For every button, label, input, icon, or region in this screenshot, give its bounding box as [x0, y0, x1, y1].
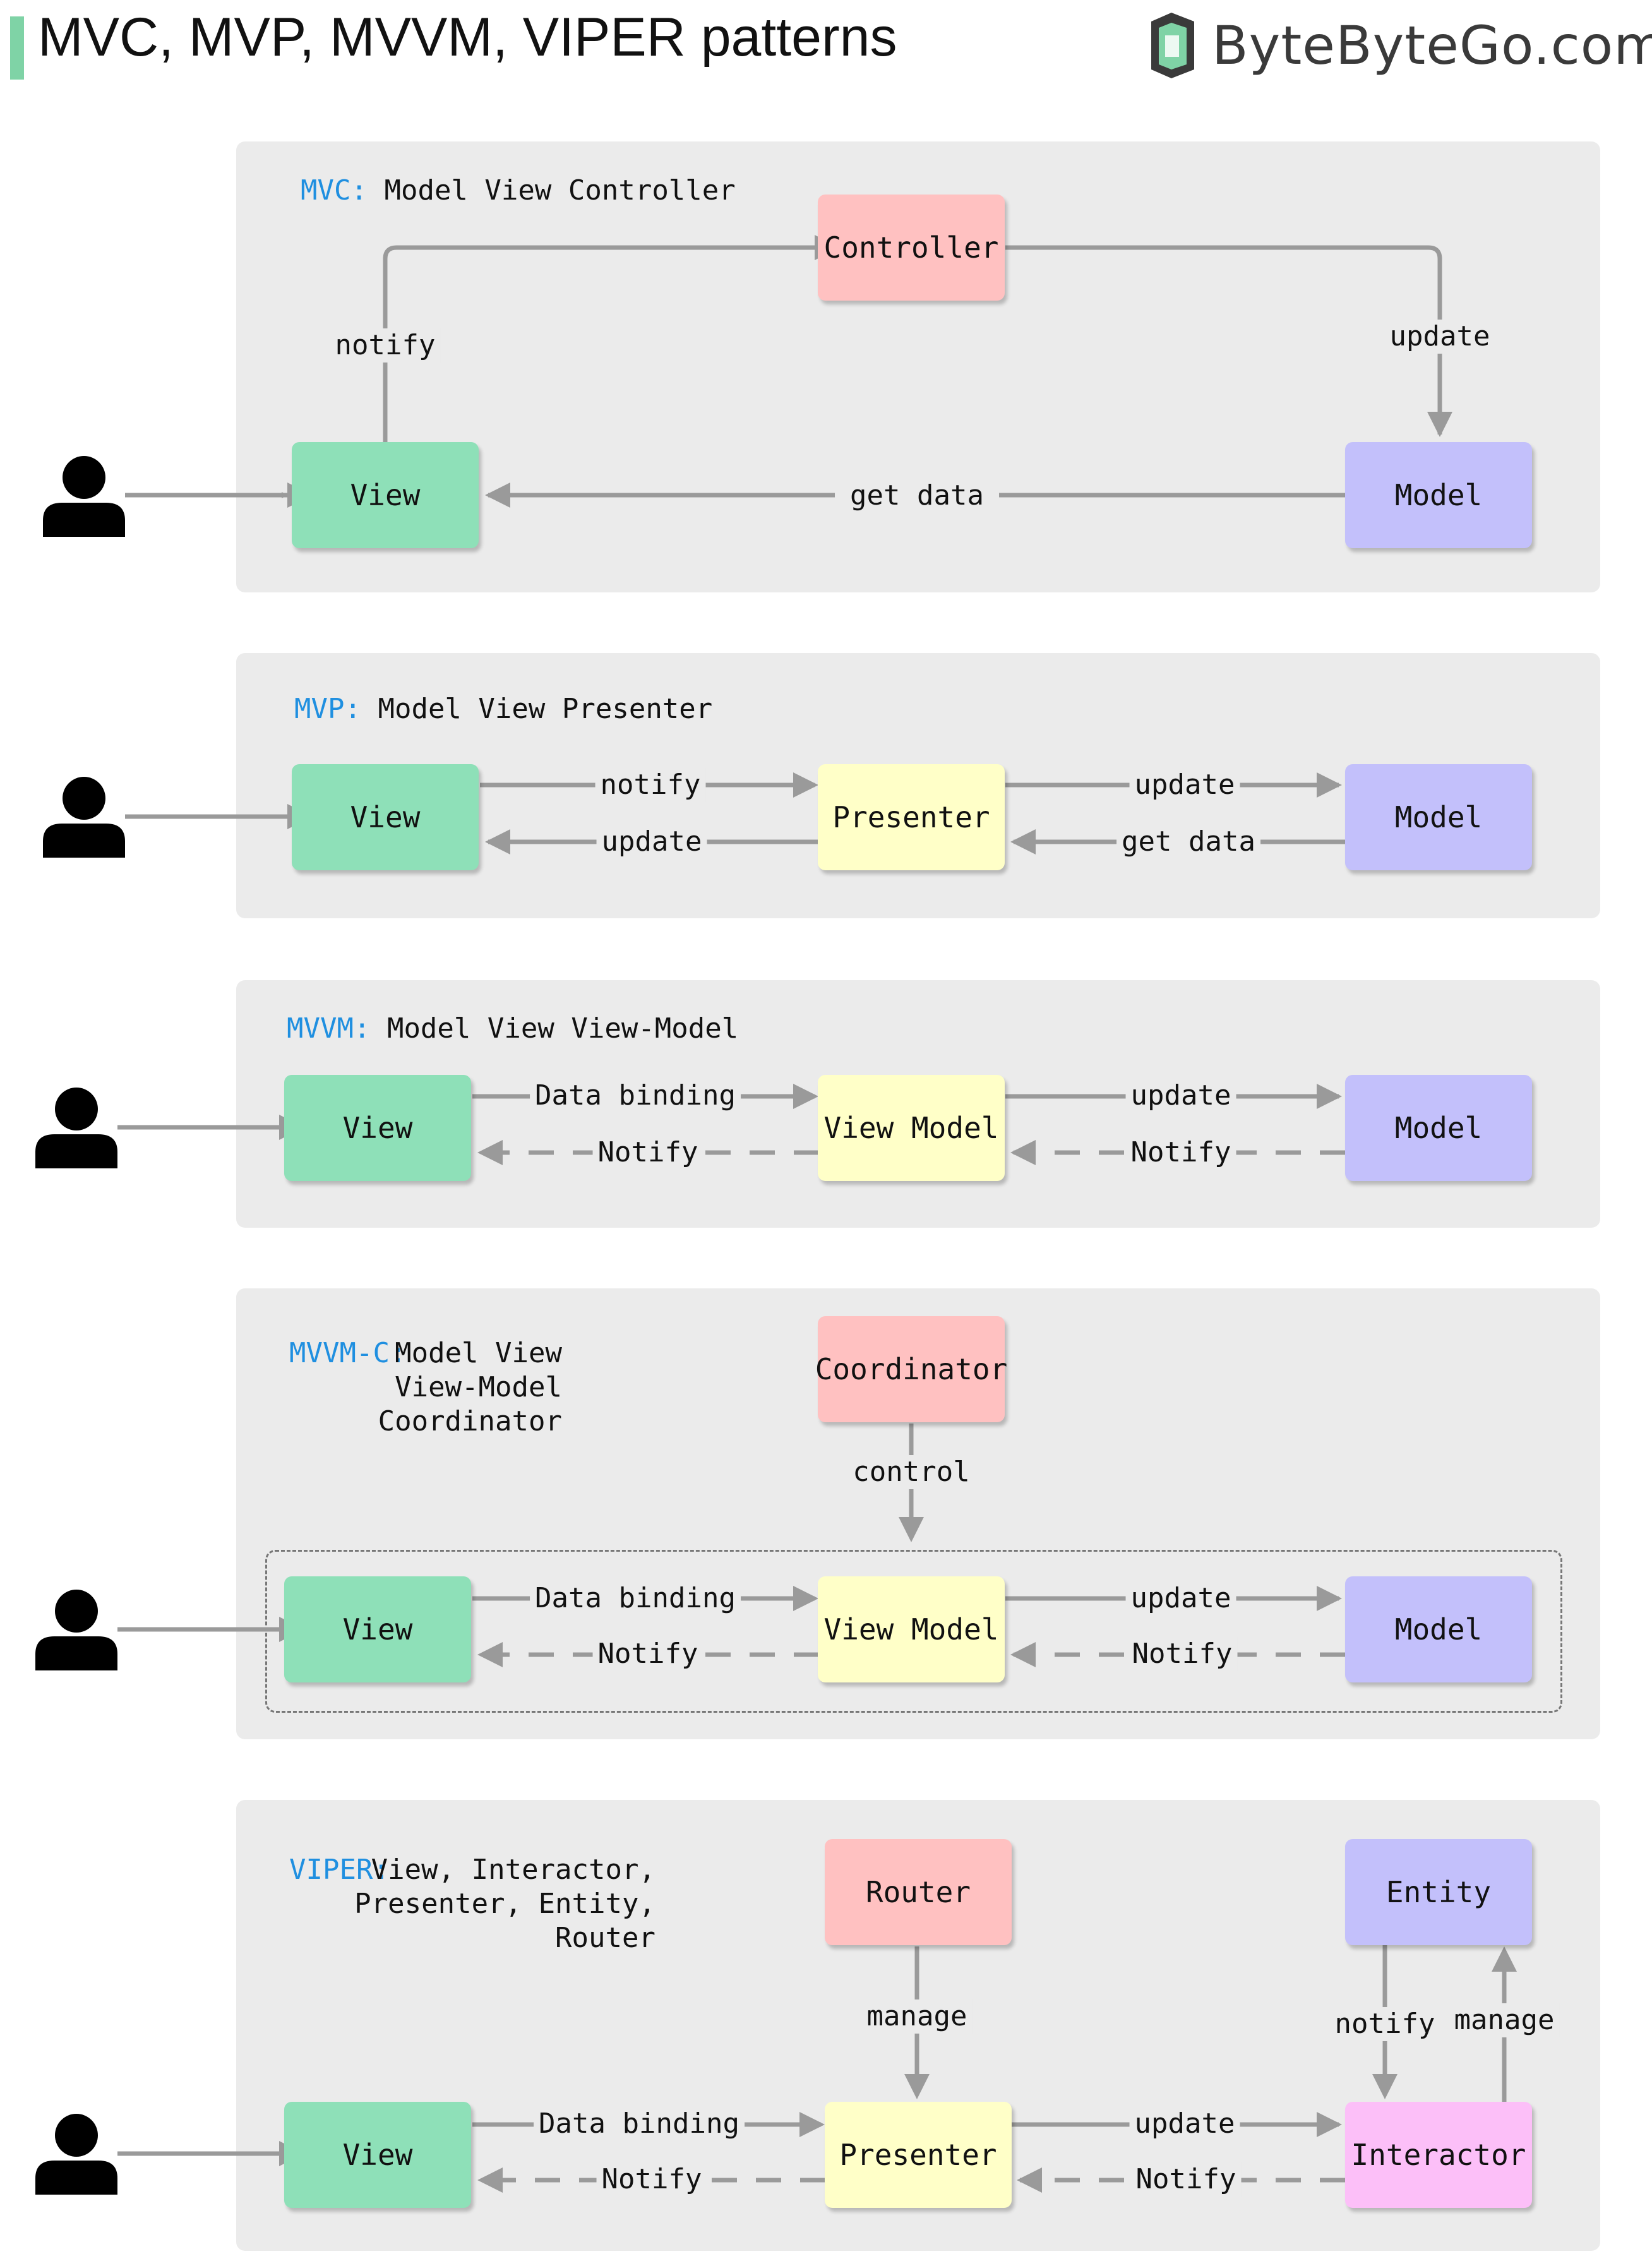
mvvmc-name-line: Coordinator: [378, 1405, 562, 1437]
viper-interactor-box: Interactor: [1345, 2102, 1532, 2208]
mvvmc-coordinator-box: Coordinator: [815, 1316, 1007, 1422]
mvvm-notify-right-label: Notify: [1125, 1136, 1236, 1170]
viper-notify-entity-label: notify: [1329, 2007, 1440, 2041]
bytebytego-logo-icon: [1151, 13, 1194, 78]
mvc-controller-box: Controller: [818, 195, 1005, 301]
mvp-view-box: View: [292, 764, 479, 870]
brand: ByteByteGo.com: [1146, 8, 1652, 83]
mvc-name: Model View Controller: [384, 174, 736, 207]
viper-view-box: View: [284, 2102, 471, 2208]
mvvmc-name-line: View-Model: [395, 1371, 562, 1403]
mvc-notify-arrow: [383, 245, 815, 442]
mvvmc-keyword: MVVM-C:: [289, 1337, 407, 1369]
page-title: MVC, MVP, MVVM, VIPER patterns: [38, 7, 897, 68]
user-icon: [35, 2114, 117, 2195]
mvc-keyword: MVC:: [301, 174, 368, 207]
mvvmc-control-label: control: [847, 1455, 975, 1489]
viper-notify-right-label: Notify: [1130, 2162, 1242, 2197]
viper-router-box: Router: [825, 1839, 1012, 1945]
mvvmc-notify-right-label: Notify: [1127, 1637, 1238, 1671]
mvp-get-data-label: get data: [1116, 825, 1260, 859]
brand-name: ByteByteGo.com: [1212, 15, 1652, 76]
mvp-heading: MVP: Model View Presenter: [294, 692, 712, 726]
mvc-heading: MVC: Model View Controller: [301, 174, 736, 208]
mvvmc-model-box: Model: [1345, 1576, 1532, 1682]
viper-name: View, Interactor, Presenter, Entity, Rou…: [354, 1853, 655, 1955]
mvp-presenter-box: Presenter: [818, 764, 1005, 870]
viper-update-label: update: [1129, 2107, 1240, 2141]
mvc-update-label: update: [1384, 320, 1495, 354]
viper-heading: VIPER:: [289, 1853, 390, 1887]
mvvmc-name-line: Model View: [395, 1337, 562, 1369]
user-icon: [35, 1590, 117, 1670]
mvvmc-name: Model View View-Model Coordinator: [366, 1336, 562, 1439]
user-icon: [35, 1088, 117, 1168]
mvvm-binding-label: Data binding: [530, 1079, 741, 1113]
viper-manage-router-label: manage: [861, 1999, 973, 2034]
mvvm-name: Model View View-Model: [386, 1012, 739, 1045]
mvc-get-data-label: get data: [835, 479, 999, 513]
viper-name-line: View, Interactor,: [371, 1854, 655, 1886]
viper-manage-entity-label: manage: [1449, 2003, 1560, 2037]
mvvmc-notify-left-label: Notify: [592, 1637, 703, 1671]
mvvmc-view-model-box: View Model: [818, 1576, 1005, 1682]
viper-binding-label: Data binding: [534, 2107, 745, 2141]
mvvm-heading: MVVM: Model View View-Model: [287, 1012, 738, 1046]
mvvm-keyword: MVVM:: [287, 1012, 371, 1045]
mvvm-view-model-box: View Model: [818, 1075, 1005, 1181]
mvc-notify-label: notify: [330, 328, 441, 363]
user-icon: [43, 456, 125, 537]
viper-presenter-box: Presenter: [825, 2102, 1012, 2208]
mvvm-view-box: View: [284, 1075, 471, 1181]
title-accent-bar: [10, 16, 24, 80]
mvc-update-arrow: [1005, 245, 1442, 435]
mvp-name: Model View Presenter: [378, 693, 713, 725]
mvp-update-right-label: update: [1129, 768, 1240, 802]
mvp-model-box: Model: [1345, 764, 1532, 870]
mvvm-notify-left-label: Notify: [592, 1136, 703, 1170]
mvp-update-left-label: update: [596, 825, 707, 859]
mvp-keyword: MVP:: [294, 693, 361, 725]
mvvmc-view-box: View: [284, 1576, 471, 1682]
mvvmc-binding-label: Data binding: [530, 1581, 741, 1616]
mvvm-update-label: update: [1125, 1079, 1236, 1113]
viper-notify-left-label: Notify: [596, 2162, 707, 2197]
mvvmc-heading: MVVM-C:: [289, 1336, 406, 1370]
viper-entity-box: Entity: [1345, 1839, 1532, 1945]
mvc-model-box: Model: [1345, 442, 1532, 548]
viper-keyword: VIPER:: [289, 1854, 390, 1886]
mvvmc-update-label: update: [1125, 1581, 1236, 1616]
mvvm-model-box: Model: [1345, 1075, 1532, 1181]
user-icon: [43, 777, 125, 858]
mvc-view-box: View: [292, 442, 479, 548]
mvp-notify-label: notify: [595, 768, 706, 802]
viper-name-line: Router: [555, 1922, 655, 1954]
viper-name-line: Presenter, Entity,: [354, 1888, 655, 1920]
